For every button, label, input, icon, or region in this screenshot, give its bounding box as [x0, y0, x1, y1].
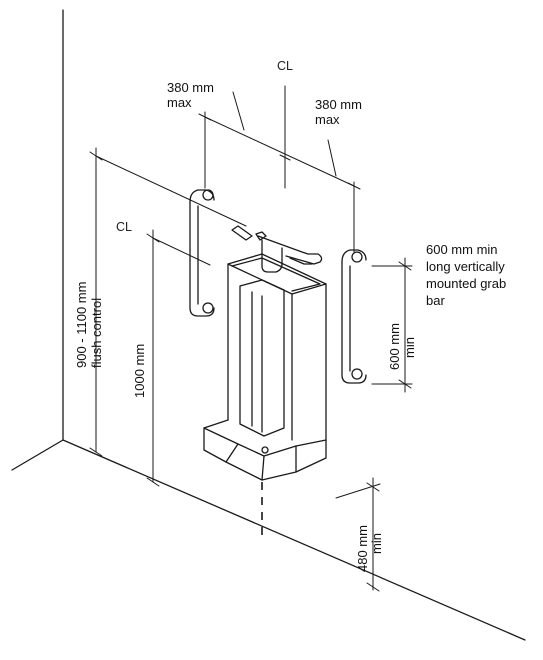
cl-top-label: CL [277, 59, 293, 73]
flush-control-label: 900 - 1100 mm flush control [74, 278, 104, 368]
spacing-dimension [198, 91, 361, 253]
grab-bar-note: 600 mm min long vertically mounted grab … [426, 242, 510, 308]
spacing-right-label: 380 mm max [315, 97, 366, 127]
left-grab-bar [189, 189, 215, 317]
spacing-left-label: 380 mm max [167, 80, 218, 110]
grab-bar-length-dimension [371, 257, 413, 393]
grab-bar-length-label: 600 mm min [387, 319, 417, 370]
room-outline [11, 9, 526, 641]
height-1000-label: 1000 mm [132, 344, 147, 398]
cl-left-label: CL [116, 220, 132, 234]
rim-height-label: 480 mm min [355, 521, 384, 572]
rim-height-dimension [335, 477, 381, 592]
flush-control-dimension [89, 147, 247, 457]
centerline-top: CL [277, 59, 293, 189]
right-grab-bar [341, 249, 367, 384]
height-1000-dimension: CL [116, 220, 211, 487]
urinal [203, 253, 327, 481]
